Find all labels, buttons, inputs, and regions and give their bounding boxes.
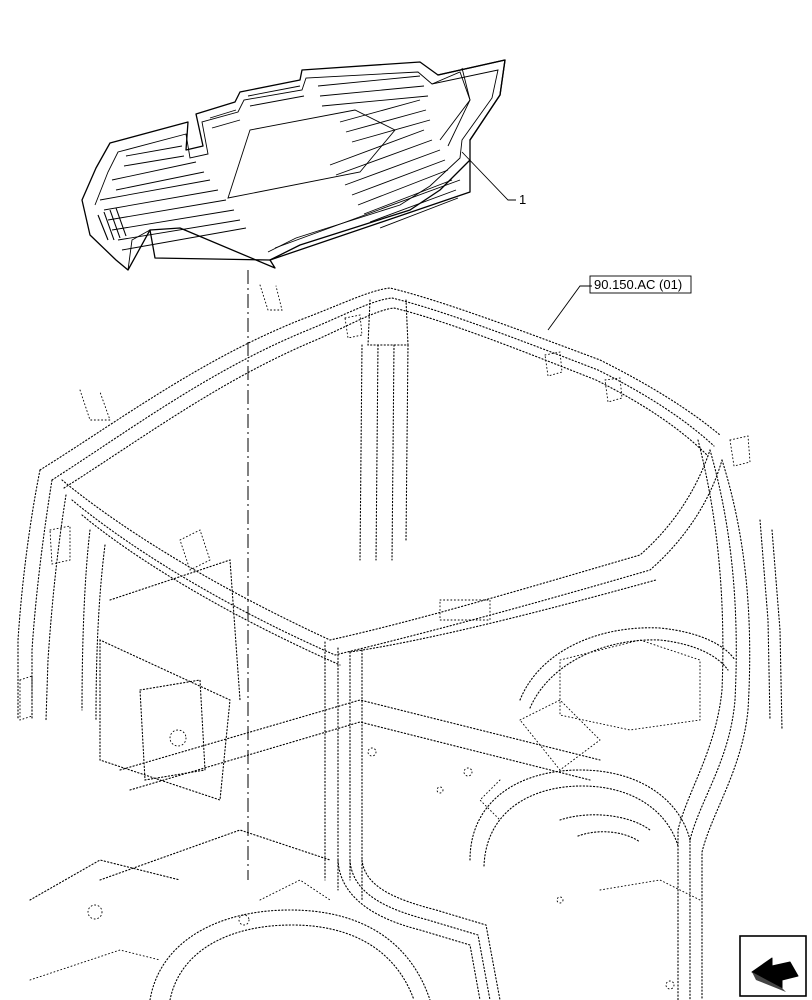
reference-leader-line (547, 285, 592, 331)
part-1-callout[interactable]: 1 (519, 192, 526, 207)
next-page-arrow-icon[interactable] (739, 935, 807, 997)
reference-callout[interactable]: 90.150.AC (01) (594, 277, 682, 292)
cab-frame (17, 284, 783, 1000)
part-1-leader-line (461, 151, 516, 201)
roof-panel-part[interactable] (81, 59, 506, 271)
reference-label-box (589, 275, 692, 294)
